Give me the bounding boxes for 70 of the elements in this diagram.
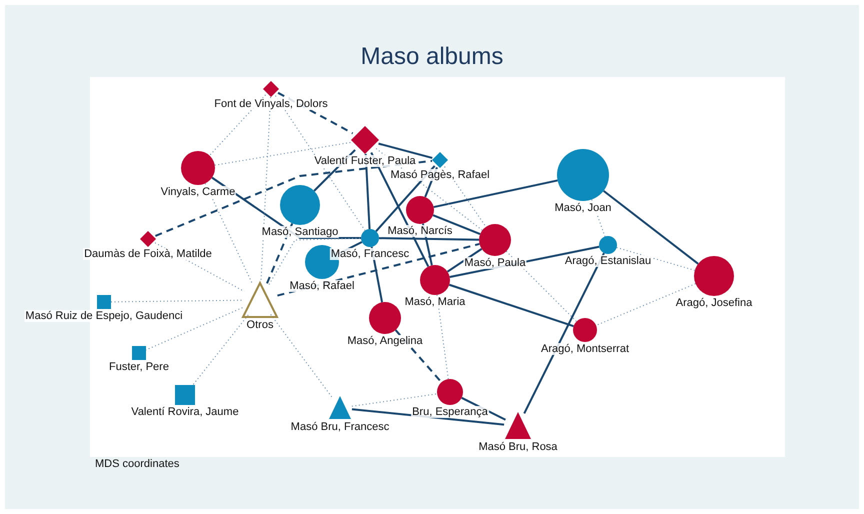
- solid-connector: [364, 154, 371, 230]
- solid-connector: [523, 252, 605, 414]
- circle-marker: [479, 224, 511, 256]
- solid-connector: [446, 248, 482, 273]
- dotted-connector: [444, 166, 486, 228]
- circle-marker: [599, 236, 617, 254]
- dotted-connector: [214, 142, 352, 166]
- circle-marker: [437, 379, 463, 405]
- triangle-marker: [504, 412, 532, 440]
- circle-marker: [369, 302, 401, 334]
- node-label: Aragó, Montserrat: [540, 343, 630, 355]
- circle-marker: [181, 151, 215, 185]
- node-label: Bru, Esperança: [411, 406, 489, 418]
- node-label: Masó, Francesc: [330, 248, 410, 260]
- square-marker: [97, 295, 111, 309]
- node-label: Aragó, Estanislau: [564, 255, 652, 267]
- node-label: Masó Bru, Rosa: [478, 441, 558, 453]
- solid-connector: [433, 179, 558, 208]
- dotted-connector: [204, 182, 253, 284]
- chart-title: Maso albums: [360, 43, 504, 71]
- node-label: Valentí Fuster, Paula: [313, 155, 417, 167]
- node-label: Masó, Santiago: [260, 226, 340, 238]
- solid-connector: [432, 214, 481, 235]
- circle-marker: [694, 256, 734, 296]
- node-label: Masó, Rafael: [288, 280, 356, 292]
- node-label: Masó, Narcís: [386, 225, 454, 237]
- dotted-connector: [351, 393, 438, 407]
- diamond-marker: [351, 126, 379, 154]
- square-marker: [132, 346, 146, 360]
- node-label: Masó Pagès, Rafael: [389, 169, 491, 181]
- dotted-connector: [596, 283, 696, 326]
- node-label: Aragó, Josefina: [674, 297, 754, 309]
- solid-connector: [448, 284, 574, 328]
- dotted-connector: [274, 95, 366, 231]
- dotted-connector: [110, 300, 242, 302]
- dotted-connector: [270, 314, 334, 399]
- dashed-connector: [394, 329, 442, 383]
- node-label: Otros: [246, 319, 274, 331]
- node-label: Vinyals, Carme: [160, 186, 236, 198]
- solid-connector: [352, 408, 504, 426]
- node-label: Masó, Joan: [554, 202, 612, 214]
- node-label: Masó, Angelina: [346, 335, 424, 347]
- node-label: Daumàs de Foixà, Matilde: [83, 248, 213, 260]
- node-label: Masó, Paula: [463, 257, 527, 269]
- dotted-connector: [506, 250, 578, 322]
- dotted-connector: [616, 247, 696, 271]
- node-label: Masó Ruiz de Espejo, Gaudenci: [24, 310, 184, 322]
- solid-connector: [378, 237, 480, 241]
- triangle-marker: [328, 396, 352, 420]
- dotted-connector: [209, 94, 266, 156]
- square-marker: [175, 385, 195, 405]
- dashed-connector: [266, 223, 294, 284]
- node-label: Masó Bru, Francesc: [290, 421, 390, 433]
- solid-connector: [378, 142, 433, 159]
- dotted-connector: [268, 238, 362, 285]
- circle-marker: [361, 229, 379, 247]
- axis-note: MDS coordinates: [95, 458, 180, 470]
- solid-connector: [602, 190, 699, 265]
- dashed-connector: [155, 160, 432, 237]
- circle-marker: [406, 196, 434, 224]
- circle-marker: [280, 185, 320, 225]
- node-label: Fuster, Pere: [108, 361, 170, 373]
- triangle-marker: [242, 282, 278, 318]
- node-label: Masó, Maria: [404, 296, 466, 308]
- dotted-connector: [436, 294, 449, 380]
- circle-marker: [420, 265, 450, 295]
- node-label: Valentí Rovira, Jaume: [130, 406, 240, 418]
- circle-marker: [573, 318, 597, 342]
- node-label: Font de Vinyals, Dolors: [213, 98, 329, 110]
- circle-marker: [557, 149, 609, 201]
